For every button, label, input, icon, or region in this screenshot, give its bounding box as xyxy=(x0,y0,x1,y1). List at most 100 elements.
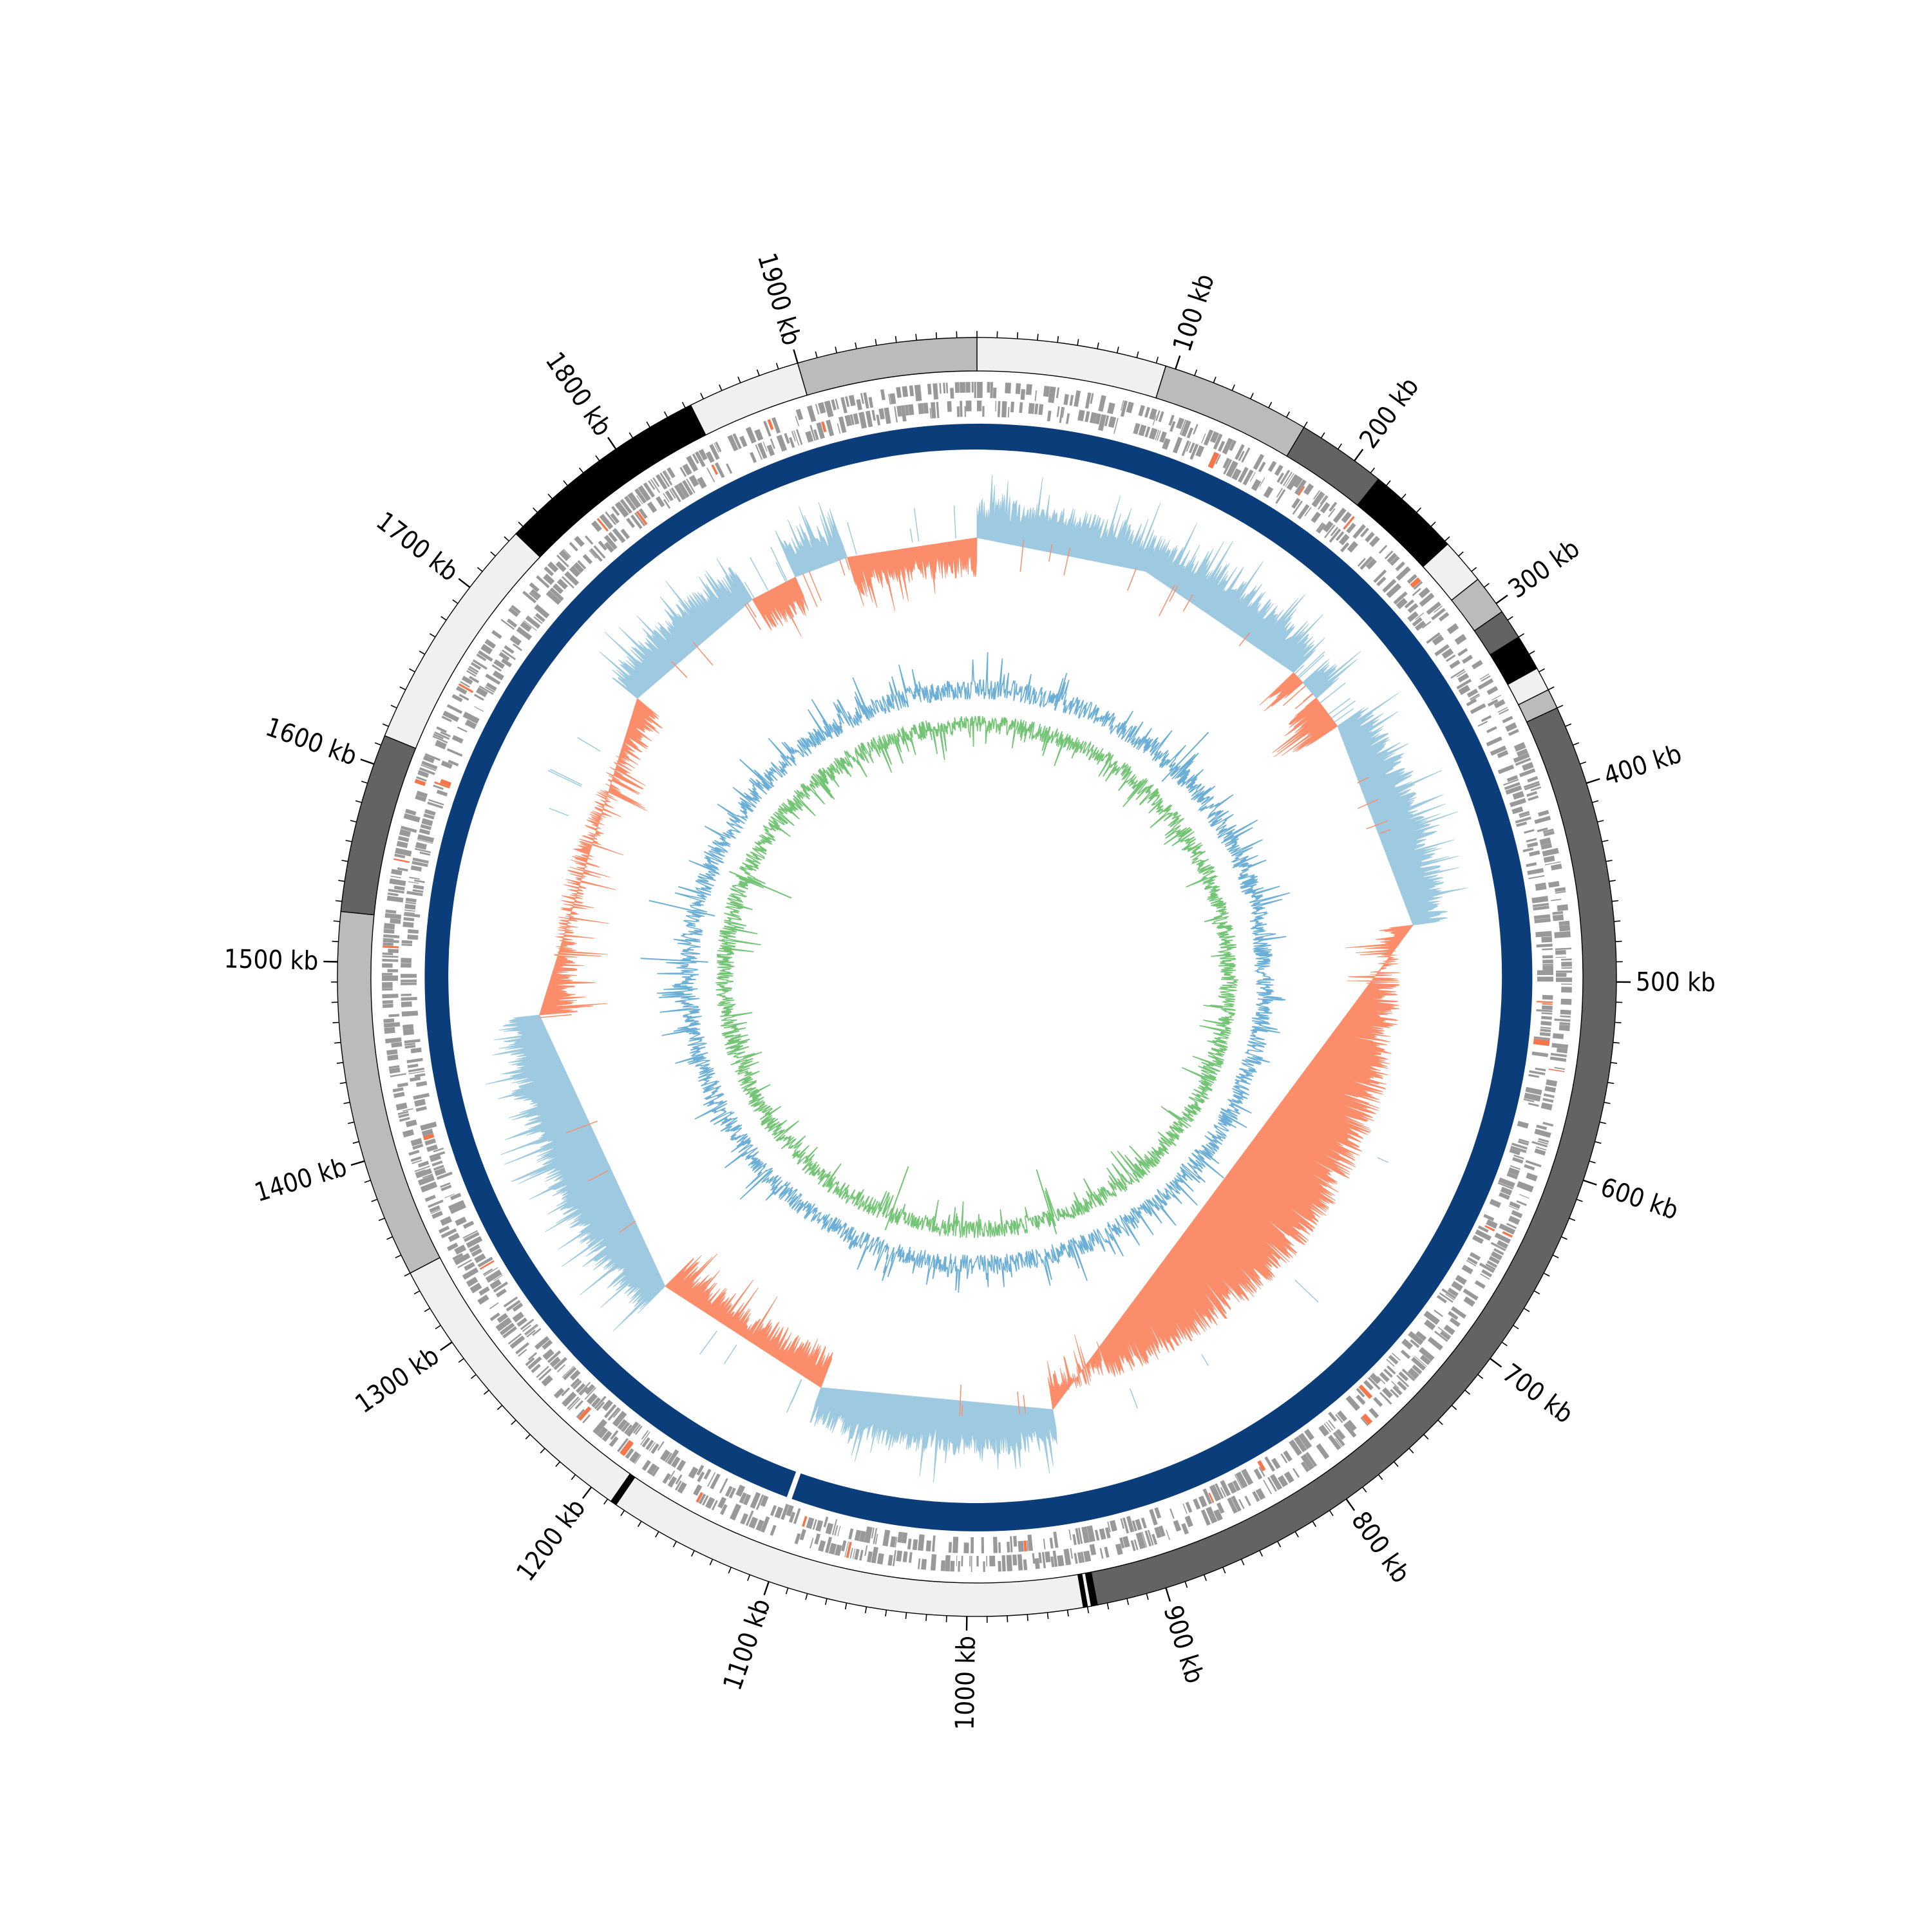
gene-feature xyxy=(650,1443,659,1454)
gene-feature xyxy=(1373,1397,1383,1407)
gene-feature xyxy=(1542,828,1554,833)
gene-feature xyxy=(1456,670,1466,677)
gene-feature xyxy=(665,490,674,501)
gene-feature xyxy=(789,1511,795,1523)
gene-feature xyxy=(1062,407,1065,418)
gene-feature xyxy=(853,413,860,425)
minor-tick xyxy=(390,705,397,709)
gene-feature xyxy=(1258,1466,1265,1477)
gene-feature xyxy=(739,435,748,448)
gene-feature xyxy=(401,963,412,968)
gene-feature xyxy=(1533,905,1549,911)
gene-feature xyxy=(977,381,983,398)
gene-feature xyxy=(1544,1086,1557,1093)
gene-feature xyxy=(1305,1452,1318,1467)
minor-tick xyxy=(497,1405,503,1410)
gene-feature xyxy=(1050,1556,1055,1567)
gene-feature xyxy=(1099,1528,1106,1540)
gene-feature xyxy=(993,1537,998,1553)
gene-feature xyxy=(982,406,985,417)
gene-feature xyxy=(849,1548,853,1558)
gene-feature xyxy=(402,1024,414,1030)
gene-feature xyxy=(923,402,929,414)
gene-feature xyxy=(837,423,841,434)
gene-feature xyxy=(647,1463,658,1475)
minor-tick xyxy=(364,1180,371,1183)
gene-feature xyxy=(382,958,399,962)
gene-feature xyxy=(408,1150,420,1156)
gene-feature xyxy=(478,1286,490,1296)
gene-feature xyxy=(1407,603,1419,614)
gene-feature xyxy=(1441,1288,1457,1300)
gene-feature xyxy=(584,1387,596,1400)
gene-feature xyxy=(1457,648,1468,657)
gene-feature xyxy=(1479,1262,1495,1273)
gene-feature xyxy=(1434,1309,1443,1318)
gene-feature xyxy=(918,1534,925,1551)
gene-feature xyxy=(1489,1198,1501,1208)
gene-feature xyxy=(382,952,393,956)
gene-feature xyxy=(1519,811,1530,817)
gene-feature xyxy=(1515,817,1531,824)
gene-feature xyxy=(1181,440,1190,457)
gene-feature xyxy=(961,1555,963,1567)
gene-feature xyxy=(748,1517,759,1529)
gene-feature xyxy=(858,1530,866,1542)
gene-feature xyxy=(476,653,487,661)
gene-feature xyxy=(407,934,419,940)
gene-feature xyxy=(992,387,997,399)
gene-feature xyxy=(1560,1015,1571,1018)
gene-feature xyxy=(902,386,909,397)
gene-feature xyxy=(531,1363,541,1374)
gene-feature xyxy=(719,1478,728,1493)
gene-feature xyxy=(1379,1372,1390,1383)
gene-feature xyxy=(918,1558,921,1569)
gene-feature xyxy=(1084,411,1090,422)
gene-feature xyxy=(413,1093,430,1100)
gene-feature xyxy=(466,1236,483,1248)
gene-feature xyxy=(617,1438,629,1452)
gene-feature xyxy=(802,1516,808,1527)
gene-feature xyxy=(1472,1235,1484,1244)
gene-feature xyxy=(525,1325,538,1336)
gene-feature xyxy=(412,857,429,864)
gene-feature xyxy=(1436,1294,1447,1303)
gene-feature xyxy=(415,1169,426,1174)
gene-feature xyxy=(1335,1414,1343,1423)
gene-feature xyxy=(398,1113,410,1119)
gene-feature xyxy=(1089,1544,1097,1556)
gene-feature xyxy=(1561,987,1572,993)
gene-feature xyxy=(1511,806,1524,815)
minor-tick xyxy=(1320,432,1325,439)
gene-feature xyxy=(1505,722,1517,732)
gene-feature xyxy=(1311,491,1325,507)
major-tick xyxy=(323,960,338,963)
gene-feature xyxy=(401,982,417,985)
gc-skew-negative xyxy=(752,576,809,637)
gc-skew-spike xyxy=(1130,1388,1139,1409)
gene-feature xyxy=(1122,1536,1130,1548)
gene-feature xyxy=(503,1296,518,1308)
tick-label: 1900 kb xyxy=(752,250,806,349)
gene-feature xyxy=(624,1424,632,1434)
gene-feature xyxy=(772,417,781,434)
gene-feature xyxy=(562,1365,574,1378)
gc-skew-track xyxy=(486,475,1468,1483)
gene-feature xyxy=(1314,493,1325,507)
gene-feature xyxy=(1074,1553,1078,1564)
gene-feature xyxy=(1542,848,1559,857)
gene-feature xyxy=(406,1057,423,1063)
gene-feature xyxy=(1533,1036,1550,1041)
gene-feature xyxy=(594,1396,607,1410)
gene-feature xyxy=(412,860,428,867)
minor-tick xyxy=(341,860,348,862)
gene-feature xyxy=(424,809,436,816)
gene-feature xyxy=(634,512,645,527)
tick-label: 300 kb xyxy=(1503,534,1585,605)
gene-feature xyxy=(1537,970,1553,976)
minor-tick xyxy=(1037,334,1039,341)
gene-feature xyxy=(692,453,699,464)
gene-feature xyxy=(404,913,421,918)
gene-feature xyxy=(893,1549,896,1566)
gene-feature xyxy=(598,540,607,551)
